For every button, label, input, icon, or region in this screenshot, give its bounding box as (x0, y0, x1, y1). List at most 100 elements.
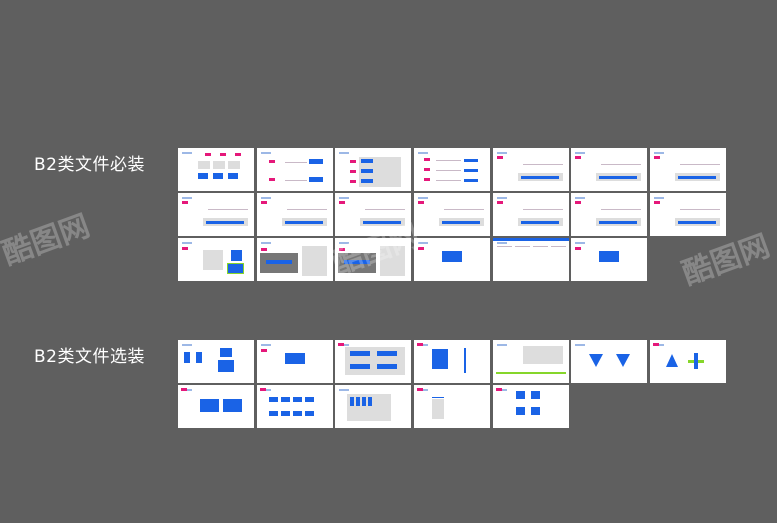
thumbnail-shape (666, 354, 679, 367)
thumbnail-sign-gray-panel[interactable] (256, 238, 333, 281)
thumbnail-shape (495, 388, 502, 391)
thumbnail-sign-bar[interactable] (492, 148, 569, 191)
thumbnail-shape (496, 389, 507, 391)
thumbnail-shape (265, 260, 292, 264)
thumbnail-shape (575, 242, 586, 244)
thumbnail-sign-set[interactable] (178, 340, 254, 383)
thumbnail-shape (496, 201, 503, 204)
thumbnail-shape (522, 209, 563, 210)
thumbnail-sign-single[interactable] (256, 340, 333, 383)
thumbnail-shape (268, 397, 278, 402)
thumbnail-sign-bar[interactable] (571, 193, 648, 236)
thumbnail-shape (520, 176, 559, 179)
thumbnail-shape (339, 248, 346, 251)
thumbnail-sign-triples-wide[interactable] (414, 148, 491, 191)
thumbnail-sign-boxes[interactable] (178, 238, 254, 281)
thumbnail-sign-bar[interactable] (571, 148, 648, 191)
thumbnail-shape (599, 251, 620, 262)
thumbnail-shape (223, 399, 242, 412)
thumbnail-shape (678, 221, 717, 224)
thumbnail-shape (515, 407, 525, 415)
thumbnail-shape (442, 221, 481, 224)
thumbnail-shape (181, 388, 187, 391)
thumbnail-shape (654, 156, 661, 159)
thumbnail-shape (268, 411, 278, 416)
thumbnail-shape (575, 197, 586, 199)
thumbnail-shape (182, 197, 192, 199)
thumbnail-shape (520, 221, 559, 224)
thumbnail-shape (496, 246, 512, 247)
thumbnail-shape (182, 242, 192, 244)
thumbnail-sign-gray-buttons[interactable] (335, 340, 412, 383)
thumbnail-shape (424, 178, 431, 181)
thumbnail-shape (680, 164, 721, 165)
thumbnail-shape (678, 176, 717, 179)
thumbnail-shape (350, 170, 357, 173)
thumbnail-shape (218, 360, 234, 372)
thumbnail-sign-arrows[interactable] (650, 340, 727, 383)
thumbnail-shape (418, 152, 429, 154)
thumbnail-shape (182, 389, 192, 391)
thumbnail-shape (268, 160, 275, 163)
thumbnail-sign-icons[interactable] (492, 385, 569, 428)
thumbnail-sign-bar[interactable] (650, 193, 727, 236)
thumbnail-sign-bar[interactable] (414, 193, 491, 236)
thumbnail-shape (339, 152, 350, 154)
thumbnail-sign-gray-panel[interactable] (335, 238, 412, 281)
section-grid-optional (178, 340, 727, 428)
thumbnail-shape (361, 169, 374, 173)
thumbnail-sign-bar[interactable] (256, 193, 333, 236)
thumbnail-shape (362, 397, 367, 406)
thumbnail-shape (464, 179, 479, 182)
thumbnail-sign-double[interactable] (178, 385, 254, 428)
thumbnail-sign-layout-grid[interactable] (178, 148, 254, 191)
thumbnail-shape (361, 179, 374, 183)
thumbnail-shape (213, 161, 225, 169)
thumbnail-shape (213, 173, 223, 179)
thumbnail-shape (575, 247, 582, 250)
thumbnail-sign-parallelograms[interactable] (256, 385, 333, 428)
thumbnail-shape (198, 161, 210, 169)
thumbnail-shape (436, 170, 462, 171)
thumbnail-sign-table[interactable] (492, 238, 569, 281)
thumbnail-shape (550, 246, 566, 247)
thumbnail-shape (442, 251, 463, 262)
thumbnail-shape (339, 242, 350, 244)
thumbnail-shape (418, 242, 429, 244)
thumbnail-shape (380, 246, 406, 276)
thumbnail-shape (599, 221, 638, 224)
thumbnail-sign-gray-columns[interactable] (335, 385, 412, 428)
thumbnail-shape (339, 344, 350, 346)
thumbnail-shape (522, 164, 563, 165)
thumbnail-shape (464, 169, 479, 172)
thumbnail-shape (339, 201, 346, 204)
thumbnail-shape (496, 156, 503, 159)
thumbnail-shape (198, 173, 208, 179)
thumbnail-shape (418, 389, 429, 391)
thumbnail-sign-bar[interactable] (650, 148, 727, 191)
thumbnail-shape (284, 221, 323, 224)
thumbnail-shape (228, 264, 243, 273)
thumbnail-sign-single[interactable] (571, 238, 648, 281)
thumbnail-shape (432, 349, 449, 369)
thumbnail-sign-bar[interactable] (335, 193, 412, 236)
thumbnail-shape (260, 201, 267, 204)
thumbnail-shape (418, 197, 429, 199)
thumbnail-shape (530, 407, 540, 415)
thumbnail-shape (654, 197, 665, 199)
thumbnail-sign-list[interactable] (414, 385, 491, 428)
thumbnail-shape (205, 153, 211, 156)
thumbnail-sign-triples[interactable] (335, 148, 412, 191)
thumbnail-shape (694, 353, 699, 369)
thumbnail-sign-single[interactable] (414, 238, 491, 281)
thumbnail-shape (492, 238, 569, 241)
thumbnail-sign-strip[interactable] (492, 340, 569, 383)
thumbnail-sign-triangles[interactable] (571, 340, 648, 383)
thumbnail-shape (304, 411, 314, 416)
thumbnail-sign-pairs[interactable] (256, 148, 333, 191)
thumbnail-sign-book[interactable] (414, 340, 491, 383)
thumbnail-shape (589, 354, 604, 367)
thumbnail-sign-bar[interactable] (492, 193, 569, 236)
thumbnail-sign-bar[interactable] (178, 193, 254, 236)
thumbnail-shape (350, 364, 371, 369)
